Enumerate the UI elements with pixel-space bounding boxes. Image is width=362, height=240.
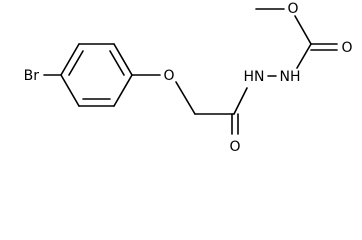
- carbonyl-nh-bond: [233, 87, 248, 115]
- ring-bond-1: [60, 43, 80, 76]
- hydrazide-nh-1-label: HN: [244, 69, 265, 85]
- bromine-atom-label: Br: [24, 68, 40, 84]
- hydrazide-nh-2-label: NH: [280, 69, 301, 85]
- amide-carbonyl-oxygen-label: O: [229, 139, 240, 155]
- ring-double-bond-inner-2: [109, 50, 125, 76]
- ester-oxygen-label: O: [287, 1, 298, 17]
- nh-carbonyl-bond: [296, 43, 312, 69]
- carbonyl-o-ester-bond: [294, 15, 312, 45]
- ester-carbonyl-oxygen-label: O: [341, 40, 352, 56]
- ring-bond-3: [113, 43, 133, 76]
- ring-bond-6: [60, 74, 80, 107]
- o-ch2-bond: [175, 81, 196, 115]
- ether-oxygen-label: O: [163, 68, 174, 84]
- ring-double-bond-inner-1: [68, 50, 84, 76]
- molecule-structure-diagram: Br O O HN NH O O: [24, 1, 353, 155]
- ring-bond-4: [113, 74, 133, 107]
